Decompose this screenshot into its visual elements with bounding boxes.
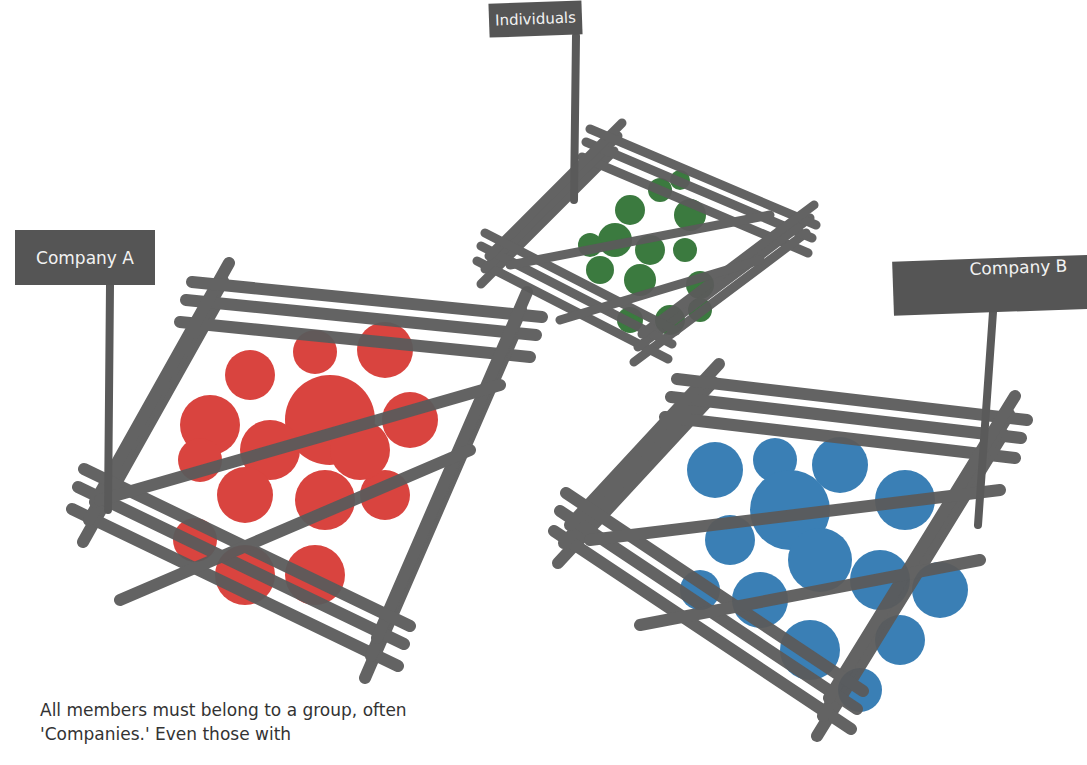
member-ball	[225, 350, 275, 400]
stick-layer	[554, 402, 1015, 736]
stick	[510, 215, 770, 265]
stick	[590, 490, 1000, 540]
member-ball	[586, 256, 614, 284]
member-ball	[615, 195, 645, 225]
stick	[560, 260, 760, 320]
stick-layer	[566, 364, 1027, 698]
member-ball	[673, 238, 697, 262]
sign-board: Individuals	[488, 0, 582, 37]
sign-board: Company B	[892, 254, 1087, 315]
stick	[640, 560, 980, 625]
nest-sticks	[72, 263, 542, 678]
stick-layer	[560, 382, 1021, 716]
stick-layer	[72, 303, 530, 678]
stick	[120, 450, 470, 600]
member-ball	[687, 442, 743, 498]
stick-layer	[485, 123, 816, 334]
sign-text: Company B	[969, 256, 1068, 279]
member-ball	[217, 467, 273, 523]
stick-layer	[84, 263, 542, 638]
nest-sticks	[554, 364, 1027, 736]
sign-poles	[108, 36, 993, 525]
stick-layer	[78, 281, 536, 656]
sign-board: Company A	[15, 230, 155, 285]
nest-sticks	[477, 123, 816, 362]
sign-text: Company A	[36, 248, 134, 268]
note-text: All members must belong to a group, ofte…	[40, 698, 432, 746]
stick	[100, 385, 500, 500]
sign-text: Individuals	[495, 9, 576, 30]
